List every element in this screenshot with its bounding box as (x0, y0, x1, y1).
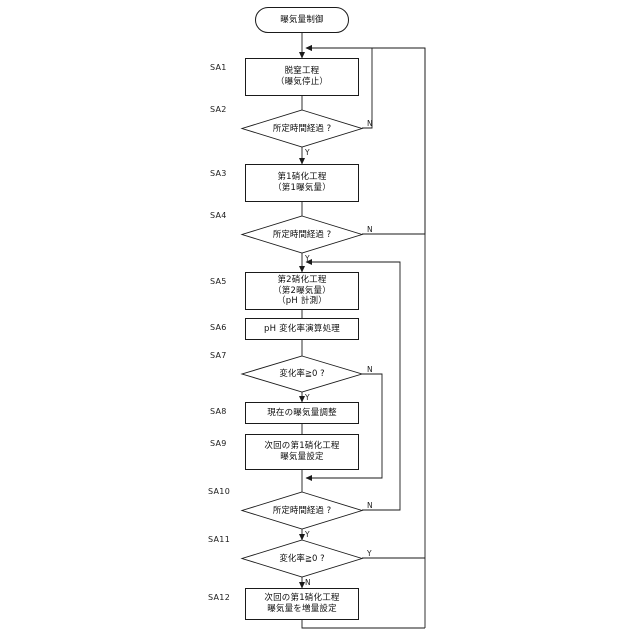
decision-sa11-text: 変化率≧0 ? (279, 554, 325, 564)
step-label-sa10: SA10 (208, 487, 231, 496)
branch-label-sa2-n: N (367, 119, 373, 128)
process-sa12-text: 次回の第1硝化工程 曝気量を増量設定 (264, 593, 340, 614)
process-sa3: 第1硝化工程 （第1曝気量） (245, 164, 359, 202)
process-sa12: 次回の第1硝化工程 曝気量を増量設定 (245, 588, 359, 620)
step-label-sa5: SA5 (210, 277, 227, 286)
process-sa5: 第2硝化工程 （第2曝気量） （pH 計測） (245, 272, 359, 310)
edge-sa7-n-loop (305, 373, 383, 481)
branch-label-sa4-n: N (367, 225, 373, 234)
start-terminator: 曝気量制御 (255, 7, 349, 33)
process-sa8-text: 現在の曝気量調整 (267, 407, 337, 418)
decision-sa10-text: 所定時間経過 ? (272, 506, 332, 516)
edge-sa12-to-return (301, 620, 425, 629)
branch-label-sa2-y: Y (305, 148, 310, 157)
step-label-sa9: SA9 (210, 439, 227, 448)
branch-label-sa7-n: N (367, 365, 373, 374)
step-label-sa8: SA8 (210, 407, 227, 416)
branch-label-sa10-y: Y (305, 530, 310, 539)
start-label: 曝気量制御 (280, 14, 324, 25)
step-label-sa12: SA12 (208, 593, 231, 602)
step-label-sa4: SA4 (210, 211, 227, 220)
edge-sa10-n-loop (305, 259, 401, 511)
process-sa3-text: 第1硝化工程 （第1曝気量） (273, 172, 331, 193)
process-sa5-text: 第2硝化工程 （第2曝気量） （pH 計測） (273, 274, 331, 307)
branch-label-sa7-y: Y (305, 393, 310, 402)
decision-sa2-text: 所定時間経過 ? (272, 124, 332, 134)
process-sa8: 現在の曝気量調整 (245, 402, 359, 424)
step-label-sa1: SA1 (210, 63, 227, 72)
step-label-sa3: SA3 (210, 169, 227, 178)
process-sa9-text: 次回の第1硝化工程 曝気量設定 (264, 441, 340, 462)
process-sa6: pH 変化率演算処理 (245, 318, 359, 340)
step-label-sa11: SA11 (208, 535, 231, 544)
branch-label-sa10-n: N (367, 501, 373, 510)
step-label-sa2: SA2 (210, 105, 227, 114)
step-label-sa7: SA7 (210, 351, 227, 360)
process-sa1: 脱窒工程 （曝気停止） (245, 58, 359, 96)
branch-label-sa4-y: Y (305, 254, 310, 263)
decision-sa7-text: 変化率≧0 ? (279, 369, 325, 379)
process-sa6-text: pH 変化率演算処理 (264, 323, 340, 334)
process-sa9: 次回の第1硝化工程 曝気量設定 (245, 434, 359, 470)
process-sa1-text: 脱窒工程 （曝気停止） (275, 66, 329, 87)
step-label-sa6: SA6 (210, 323, 227, 332)
decision-sa4-text: 所定時間経過 ? (272, 230, 332, 240)
branch-label-sa11-n: N (305, 578, 311, 587)
branch-label-sa11-y: Y (367, 549, 372, 558)
